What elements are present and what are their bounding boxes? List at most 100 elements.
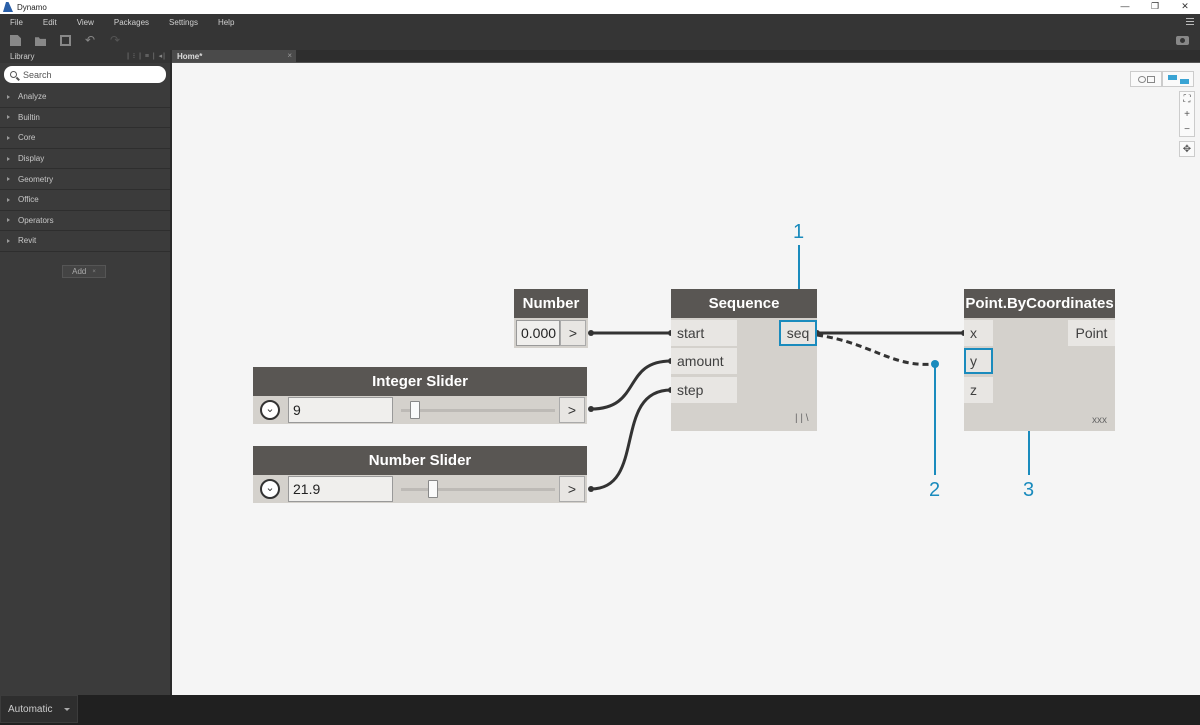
integer-slider-track[interactable] (401, 409, 555, 412)
number-slider-thumb[interactable] (428, 480, 438, 498)
expand-caret-icon (7, 218, 10, 223)
dynamo-logo-icon (3, 2, 13, 12)
tab-home[interactable]: Home* × (172, 50, 296, 63)
search-icon (10, 71, 17, 78)
integer-slider-output-port[interactable]: > (559, 397, 585, 423)
tab-strip: Home* × (170, 50, 1200, 63)
library-search-box[interactable] (4, 66, 166, 83)
zoom-fit-icon[interactable]: ⛶ (1183, 94, 1191, 105)
camera-icon[interactable] (1176, 36, 1189, 45)
close-button[interactable]: ✕ (1181, 1, 1189, 11)
run-mode-label: Automatic (8, 703, 53, 715)
expand-caret-icon (7, 197, 10, 202)
library-category-display[interactable]: Display (0, 148, 170, 170)
library-category-geometry[interactable]: Geometry (0, 169, 170, 190)
title-bar: Dynamo — ❐ ✕ (0, 0, 1200, 14)
expand-caret-icon (7, 156, 10, 161)
background-preview-toggle[interactable] (1130, 71, 1162, 87)
sequence-input-start[interactable]: start (671, 320, 737, 346)
hamburger-menu-icon[interactable] (1186, 16, 1194, 26)
window-title: Dynamo (17, 2, 47, 12)
tab-home-label: Home* (177, 52, 203, 61)
number-value-field[interactable]: 0.000 (516, 320, 560, 346)
expand-caret-icon (7, 115, 10, 120)
number-slider-node[interactable]: Number Slider ⌄ 21.9 > (253, 446, 587, 503)
restore-button[interactable]: ❐ (1150, 1, 1160, 11)
sequence-input-step[interactable]: step (671, 377, 737, 403)
number-slider-expand-icon[interactable]: ⌄ (260, 479, 280, 499)
library-category-operators[interactable]: Operators (0, 210, 170, 232)
menu-help[interactable]: Help (217, 17, 235, 27)
library-category-analyze[interactable]: Analyze (0, 87, 170, 108)
number-output-port[interactable]: > (560, 320, 586, 346)
run-mode-dropdown[interactable]: Automatic (0, 695, 78, 723)
port-dot-number-slider-out (588, 486, 594, 492)
zoom-in-icon[interactable]: + (1184, 109, 1190, 120)
point-node-title: Point.ByCoordinates (964, 289, 1115, 318)
expand-caret-icon (7, 177, 10, 182)
integer-slider-value[interactable]: 9 (288, 397, 393, 423)
sequence-node[interactable]: Sequence start amount step seq | | \ (671, 289, 817, 431)
point-by-coordinates-node[interactable]: Point.ByCoordinates x y z Point xxx (964, 289, 1115, 431)
point-input-y[interactable]: y (964, 348, 993, 374)
search-input[interactable] (23, 69, 153, 80)
number-slider-track[interactable] (401, 488, 555, 491)
port-dot-number-out (588, 330, 594, 336)
minimize-button[interactable]: — (1120, 1, 1130, 11)
zoom-out-icon[interactable]: − (1184, 124, 1190, 135)
integer-slider-thumb[interactable] (410, 401, 420, 419)
save-icon[interactable] (60, 35, 71, 46)
sequence-input-amount[interactable]: amount (671, 348, 737, 374)
library-view-controls-icon[interactable]: | ⁝ | ≡ | ◂| (127, 53, 166, 60)
number-slider-title: Number Slider (253, 446, 587, 475)
undo-icon[interactable]: ↶ (85, 33, 96, 47)
point-output-point[interactable]: Point (1068, 320, 1115, 346)
toolbar: ↶ ↷ (0, 30, 1200, 50)
expand-caret-icon (7, 238, 10, 243)
annotation-dot-2 (931, 360, 939, 368)
3d-view-icon (1138, 76, 1146, 83)
wire-integer-slider-to-amount[interactable] (590, 359, 672, 411)
sequence-node-title: Sequence (671, 289, 817, 318)
library-categories: Analyze Builtin Core Display Geometry Of… (0, 87, 170, 252)
number-slider-output-port[interactable]: > (559, 476, 585, 502)
pan-icon[interactable]: ✥ (1179, 141, 1195, 157)
window-controls: — ❐ ✕ (1110, 0, 1200, 14)
menu-view[interactable]: View (76, 17, 94, 27)
menu-bar: File Edit View Packages Settings Help (0, 14, 1200, 30)
point-input-z[interactable]: z (964, 377, 993, 403)
number-slider-value[interactable]: 21.9 (288, 476, 393, 502)
graph-view-icon (1168, 75, 1177, 80)
port-dot-integer-out (588, 406, 594, 412)
menu-packages[interactable]: Packages (113, 17, 150, 27)
point-input-x[interactable]: x (964, 320, 993, 346)
menu-file[interactable]: File (10, 17, 23, 27)
redo-icon[interactable]: ↷ (110, 33, 121, 47)
sequence-lacing-indicator: | | \ (795, 413, 809, 424)
library-category-office[interactable]: Office (0, 189, 170, 211)
integer-slider-node[interactable]: Integer Slider ⌄ 9 > (253, 367, 587, 424)
library-panel: Library | ⁝ | ≡ | ◂| Analyze Builtin Cor… (0, 50, 170, 695)
graph-view-toggle[interactable] (1162, 71, 1194, 87)
library-category-revit[interactable]: Revit (0, 231, 170, 252)
open-file-icon[interactable] (35, 37, 46, 46)
expand-caret-icon (7, 94, 10, 99)
library-category-core[interactable]: Core (0, 128, 170, 149)
new-file-icon[interactable] (10, 35, 21, 46)
graph-canvas[interactable]: ⛶ + − ✥ Number 0.000 > Integer Slider ⌄ … (172, 63, 1200, 695)
menu-edit[interactable]: Edit (42, 17, 57, 27)
tab-divider (172, 62, 1200, 63)
annotation-label-1: 1 (793, 221, 805, 243)
sequence-output-seq[interactable]: seq (779, 320, 817, 346)
wire-number-slider-to-step[interactable] (590, 388, 672, 491)
dropdown-caret-icon (64, 708, 70, 711)
number-node[interactable]: Number 0.000 > (514, 289, 588, 348)
library-category-builtin[interactable]: Builtin (0, 107, 170, 129)
tab-close-icon[interactable]: × (287, 51, 292, 60)
annotation-label-3: 3 (1023, 479, 1035, 501)
menu-settings[interactable]: Settings (169, 17, 198, 27)
number-node-title: Number (514, 289, 588, 318)
add-library-button[interactable]: Add × (62, 265, 106, 278)
point-lacing-indicator: xxx (1092, 415, 1107, 426)
integer-slider-expand-icon[interactable]: ⌄ (260, 400, 280, 420)
